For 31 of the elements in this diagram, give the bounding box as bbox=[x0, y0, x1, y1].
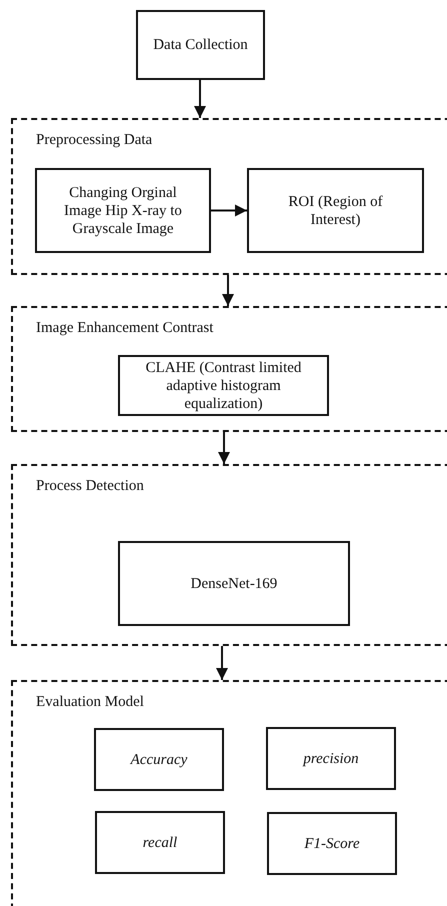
box-label: Data Collection bbox=[153, 36, 248, 54]
arrow bbox=[222, 275, 234, 306]
process-box bbox=[118, 541, 350, 626]
process-box bbox=[247, 168, 424, 253]
process-box bbox=[95, 811, 225, 874]
arrow bbox=[218, 432, 230, 464]
box-label: DenseNet-169 bbox=[190, 574, 278, 592]
arrow bbox=[211, 204, 247, 216]
dashed-group-box bbox=[11, 464, 447, 646]
group-heading: Preprocessing Data bbox=[36, 132, 152, 149]
box-label: recall bbox=[142, 834, 178, 852]
group-heading: Image Enhancement Contrast bbox=[36, 320, 214, 337]
process-box bbox=[35, 168, 211, 253]
box-label: precision bbox=[303, 750, 359, 768]
group-heading: Process Detection bbox=[36, 478, 144, 495]
box-label: Changing Orginal Image Hip X-ray to Grayscale Image bbox=[63, 184, 183, 238]
process-box bbox=[118, 355, 329, 416]
process-box bbox=[267, 812, 397, 875]
box-label: CLAHE (Contrast limited adaptive histogram equalization) bbox=[144, 358, 302, 412]
process-box bbox=[136, 10, 265, 80]
arrow bbox=[194, 80, 206, 118]
box-label: ROI (Region of Interest) bbox=[287, 192, 384, 228]
process-box bbox=[266, 727, 396, 790]
dashed-group-box bbox=[11, 306, 447, 432]
box-label: F1-Score bbox=[304, 834, 360, 852]
dashed-group-box bbox=[11, 680, 447, 906]
group-heading: Evaluation Model bbox=[36, 694, 144, 711]
process-box bbox=[94, 728, 224, 791]
dashed-group-box bbox=[11, 118, 447, 275]
box-label: Accuracy bbox=[130, 750, 188, 768]
arrow bbox=[216, 646, 228, 680]
